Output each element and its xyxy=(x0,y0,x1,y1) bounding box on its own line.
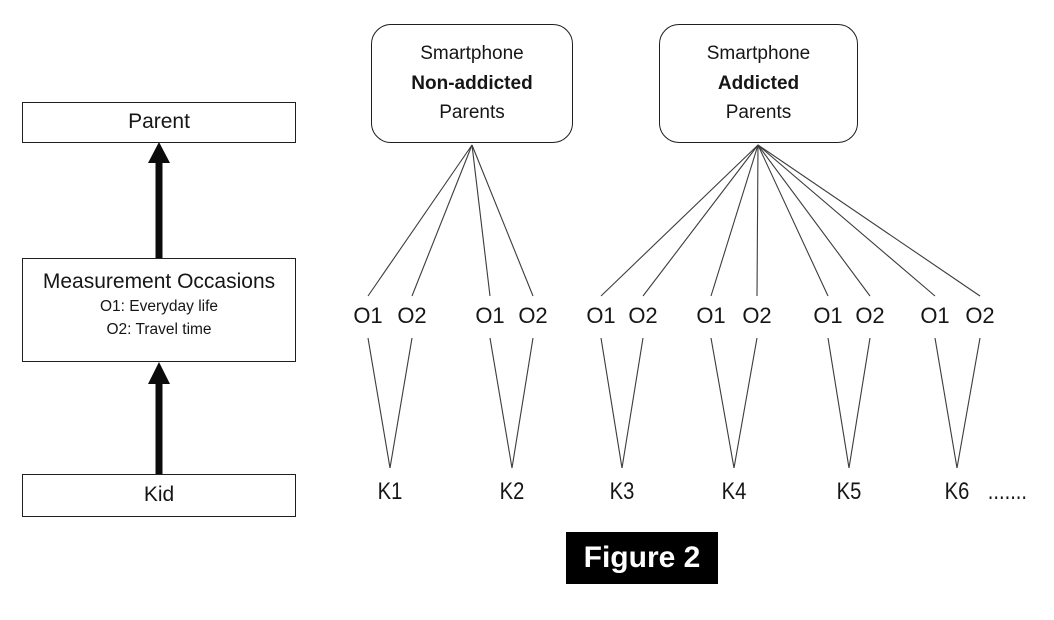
occasion1-definition: O1: Everyday life xyxy=(99,298,219,315)
group-line-bold: Addicted xyxy=(717,72,800,94)
parent-box: Parent xyxy=(22,102,296,143)
occasion-label-k3-o2: O2 xyxy=(628,303,658,328)
measurement-occasions-box: Measurement Occasions O1: Everyday life … xyxy=(22,258,296,362)
kid-label-k2: K2 xyxy=(499,478,525,505)
kid-label-k1: K1 xyxy=(377,478,403,505)
occasion-label-k5-o1: O1 xyxy=(813,303,843,328)
fan-lines-addicted xyxy=(600,144,981,297)
occasion-label-k4-o2: O2 xyxy=(742,303,772,328)
occasion-label-k3-o1: O1 xyxy=(586,303,616,328)
arrow-measurement-to-parent xyxy=(148,142,170,258)
occasion-label-k2-o2: O2 xyxy=(518,303,548,328)
measurement-occasions-title: Measurement Occasions xyxy=(42,270,276,293)
occasion-label-k6-o2: O2 xyxy=(965,303,995,328)
group-line: Smartphone xyxy=(706,43,811,65)
group-line: Smartphone xyxy=(420,43,524,65)
occasion-label-k6-o1: O1 xyxy=(920,303,950,328)
group-line-bold: Non-addicted xyxy=(411,72,533,94)
kid-label-k4: K4 xyxy=(721,478,747,505)
occasion2-definition: O2: Travel time xyxy=(106,321,212,338)
occasion-label-k5-o2: O2 xyxy=(855,303,885,328)
kid-label-k5: K5 xyxy=(836,478,862,505)
occasion-label-k1-o1: O1 xyxy=(353,303,383,328)
group-line: Parents xyxy=(725,102,792,124)
addicted-parents-box: Smartphone Addicted Parents xyxy=(659,24,858,143)
occasion-label-k2-o1: O1 xyxy=(475,303,505,328)
nonaddicted-parents-box: Smartphone Non-addicted Parents xyxy=(371,24,573,143)
kid-label-k6: K6 ....... xyxy=(944,478,1028,505)
fan-lines-nonaddicted xyxy=(367,144,534,297)
kid-label-k3: K3 xyxy=(609,478,635,505)
kid-box: Kid xyxy=(22,474,296,517)
group-line: Parents xyxy=(439,102,505,124)
occasion-label-k1-o2: O2 xyxy=(397,303,427,328)
occasion-label-k4-o1: O1 xyxy=(696,303,726,328)
occasion-to-kid-lines xyxy=(367,337,981,469)
figure-caption: Figure 2 xyxy=(566,532,718,584)
arrow-kid-to-measurement xyxy=(148,362,170,474)
